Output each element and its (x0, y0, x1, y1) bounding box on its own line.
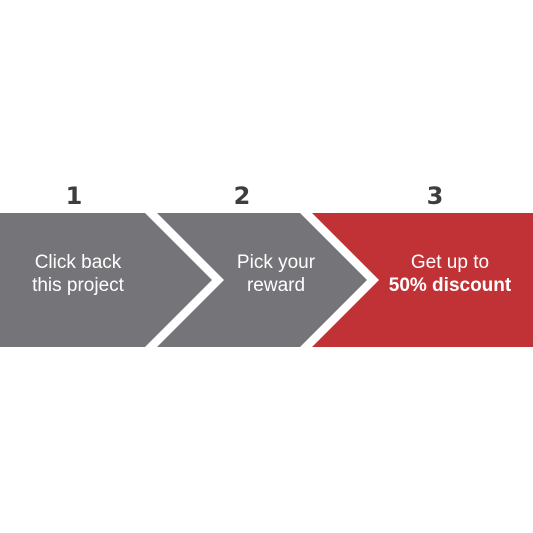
step-3-label-line-2: 50% discount (388, 275, 512, 296)
step-2-label-line-2: reward (246, 275, 306, 296)
step-3-number: 3 (426, 182, 444, 210)
step-3-label-line-1: Get up to (410, 252, 490, 273)
step-1-number: 1 (65, 182, 83, 210)
step-1-label: Click back this project (3, 251, 153, 297)
step-2-label-line-1: Pick your (236, 252, 316, 273)
step-2-number: 2 (233, 182, 251, 210)
step-3-label: Get up to 50% discount (375, 251, 525, 297)
step-3-arrow-shape (312, 213, 533, 347)
step-2-arrow-shape (157, 213, 367, 347)
step-1-arrow-shape (0, 213, 212, 347)
step-1-label-line-2: this project (32, 275, 124, 296)
step-1-label-line-1: Click back (34, 252, 122, 273)
step-2-label: Pick your reward (201, 251, 351, 297)
